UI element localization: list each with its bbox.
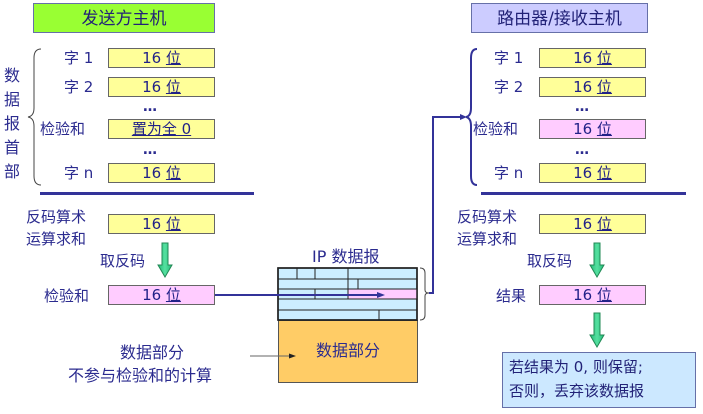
sender-row-label: 字 2 (64, 78, 94, 96)
field-unit: 位 (165, 78, 181, 96)
data-note-line1: 数据部分 (120, 343, 185, 362)
ellipsis: … (143, 99, 157, 115)
ip-data-part: 数据部分 (278, 320, 418, 383)
receiver-title: 路由器/接收主机 (471, 3, 648, 33)
field-unit: 位 (596, 78, 612, 96)
receiver-divider (481, 192, 686, 195)
field-unit: 位 (596, 286, 612, 304)
decision-line1: 若结果为 0, 则保留; (509, 358, 643, 376)
field-unit: 位 (165, 164, 181, 182)
field-unit: 位 (596, 215, 612, 233)
result-label: 结果 (496, 287, 527, 305)
field-value: 16 (573, 286, 597, 304)
data-note-line2: 不参与检验和的计算 (68, 366, 213, 385)
ip-header-brace (419, 267, 430, 321)
ip-datagram-title: IP 数据报 (312, 247, 380, 266)
sender-row-label: 检验和 (40, 120, 86, 138)
receiver-complement-arrow-icon (589, 242, 605, 278)
receiver-result-field: 16 位 (539, 285, 646, 305)
receiver-row-field: 16 位 (539, 48, 646, 68)
sender-header-brace (27, 48, 42, 186)
receiver-header-brace (465, 48, 478, 186)
sender-complement-arrow-icon (157, 242, 173, 278)
sender-row-label: 字 1 (64, 49, 94, 67)
complement-label: 取反码 (100, 252, 146, 270)
field-value: 16 (573, 120, 597, 138)
receiver-sum-field: 16 位 (539, 214, 646, 234)
ellipsis: … (143, 142, 157, 158)
ip-checksum-cell (348, 289, 417, 299)
field-unit: 位 (165, 49, 181, 67)
field-unit: 位 (596, 164, 612, 182)
decision-line2: 否则，丢弃该数据报 (509, 382, 645, 400)
receiver-row-label: 字 n (494, 164, 524, 182)
transmit-path-line (429, 116, 463, 294)
receiver-result-arrow-icon (589, 312, 605, 348)
ellipsis: … (575, 99, 589, 115)
sender-divider (40, 192, 254, 195)
receiver-row-label: 字 2 (494, 78, 524, 96)
sender-sum-field: 16 位 (108, 214, 215, 234)
ip-data-part-label: 数据部分 (315, 341, 380, 360)
decision-box: 若结果为 0, 则保留; 否则，丢弃该数据报 (502, 352, 696, 408)
sender-row-label: 字 n (64, 164, 94, 182)
vertical-char: 部 (3, 162, 20, 181)
sender-row-field: 16 位 (108, 77, 215, 97)
vertical-char: 据 (3, 90, 20, 109)
receiver-row-field: 16 位 (539, 163, 646, 183)
ellipsis: … (575, 142, 589, 158)
field-value: 16 (142, 78, 166, 96)
field-unit: 位 (165, 286, 181, 304)
receiver-row-field: 16 位 (539, 77, 646, 97)
complement-label: 取反码 (527, 252, 573, 270)
checksum-insert-arrowhead (377, 292, 385, 298)
sender-checksum-field: 置为全 0 (108, 119, 215, 139)
transmit-path-arrowhead (460, 114, 467, 120)
field-value: 16 (142, 164, 166, 182)
sender-row-field: 16 位 (108, 48, 215, 68)
checksum-label: 检验和 (44, 287, 90, 305)
receiver-checksum-field: 16 位 (539, 119, 646, 139)
field-value: 16 (142, 215, 166, 233)
field-unit: 位 (596, 49, 612, 67)
field-value: 置为全 0 (131, 120, 192, 138)
vertical-char: 报 (3, 114, 20, 133)
field-value: 16 (573, 49, 597, 67)
sum-label-line1: 反码算术 (26, 208, 87, 226)
data-note-arrowhead (289, 353, 296, 359)
field-value: 16 (573, 164, 597, 182)
receiver-row-label: 检验和 (473, 120, 519, 138)
field-value: 16 (573, 78, 597, 96)
vertical-char: 首 (3, 138, 20, 157)
receiver-row-label: 字 1 (494, 49, 524, 67)
sum-label-line2: 运算求和 (26, 230, 87, 248)
field-value: 16 (142, 49, 166, 67)
field-value: 16 (573, 215, 597, 233)
field-unit: 位 (596, 120, 612, 138)
sum-label-line2: 运算求和 (457, 230, 518, 248)
field-unit: 位 (165, 215, 181, 233)
sender-checksum-result-field: 16 位 (108, 285, 215, 305)
sender-row-field: 16 位 (108, 163, 215, 183)
vertical-char: 数 (3, 66, 20, 85)
sum-label-line1: 反码算术 (457, 208, 518, 226)
field-value: 16 (142, 286, 166, 304)
sender-title: 发送方主机 (33, 3, 215, 33)
